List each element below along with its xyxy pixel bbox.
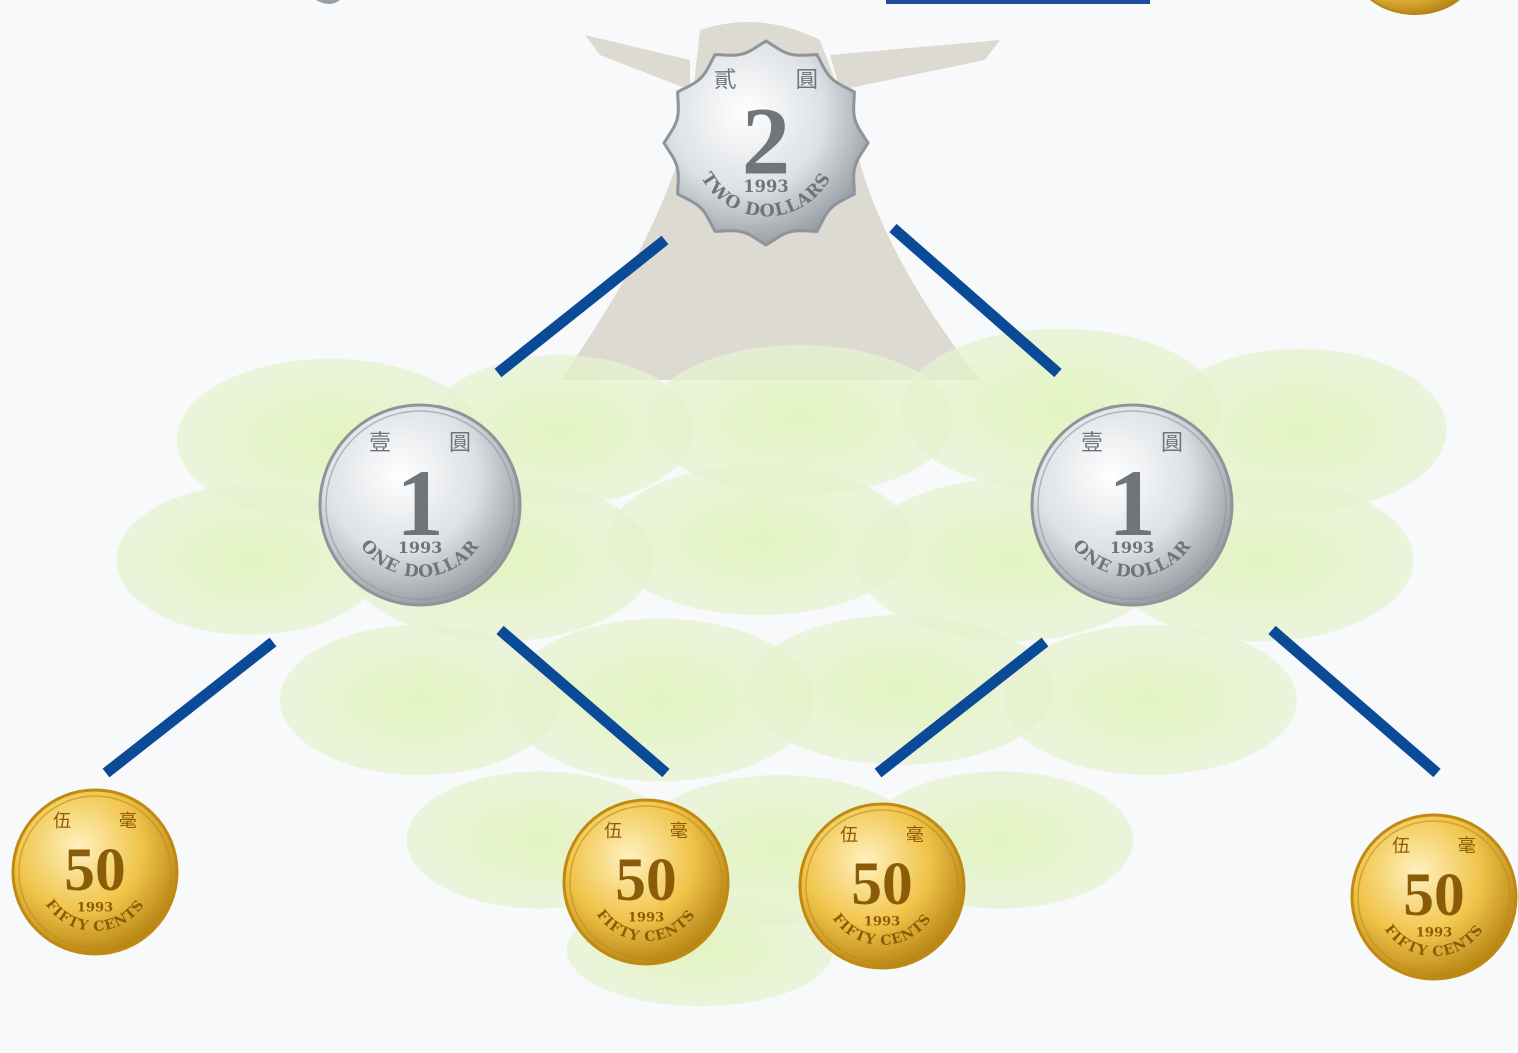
coin-value: 50 (615, 846, 677, 914)
coin-chinese-char: 壹 (369, 431, 391, 456)
coin-year: 1993 (628, 910, 665, 925)
coin-chinese-char: 壹 (1081, 431, 1103, 456)
coin-year: 1993 (398, 538, 443, 557)
coin-chinese-char: 貳 (714, 67, 736, 93)
fifty-cent-coin: 伍毫501993FIFTY CENTS (564, 800, 728, 964)
coin-chinese-char: 伍 (1392, 836, 1410, 857)
connector-line (1272, 630, 1437, 773)
coin-value: 50 (1403, 861, 1465, 929)
tree-branch-left (585, 35, 690, 90)
coin-chinese-char: 伍 (604, 821, 622, 842)
coin-chinese-char: 毫 (119, 811, 137, 832)
coin-value: 50 (64, 836, 126, 904)
coin-chinese-char: 伍 (840, 825, 858, 846)
coin-chinese-char: 毫 (1458, 836, 1476, 857)
coin-chinese-char: 毫 (906, 825, 924, 846)
coin-year: 1993 (743, 177, 788, 196)
fifty-cent-coin: 伍毫501993FIFTY CENTS (1352, 815, 1516, 979)
tree-branch-right (830, 40, 1000, 90)
fifty-cent-coin: 伍毫501993FIFTY CENTS (13, 790, 177, 954)
coin-chinese-char: 圓 (796, 67, 818, 93)
coin-year: 1993 (1416, 925, 1453, 940)
coin-value: 50 (851, 850, 913, 918)
coin-chinese-char: 圓 (1161, 431, 1183, 456)
coin-chinese-char: 毫 (670, 821, 688, 842)
coin-year: 1993 (77, 900, 114, 915)
one-dollar-coin: 壹圓11993ONE DOLLAR (320, 405, 520, 605)
cropped-gold-coin-top-right (1357, 0, 1473, 14)
coin-chinese-char: 伍 (53, 811, 71, 832)
tree-foliage (117, 329, 1447, 1007)
connector-line (106, 642, 273, 773)
fifty-cent-coin: 伍毫501993FIFTY CENTS (800, 804, 964, 968)
one-dollar-coin: 壹圓11993ONE DOLLAR (1032, 405, 1232, 605)
coin-year: 1993 (864, 914, 901, 929)
coin-chinese-char: 圓 (449, 431, 471, 456)
foliage-cluster (1003, 625, 1296, 775)
top-underline-bar (886, 0, 1150, 4)
coin-year: 1993 (1110, 538, 1155, 557)
cropped-coin-edge-top-left (316, 0, 340, 4)
